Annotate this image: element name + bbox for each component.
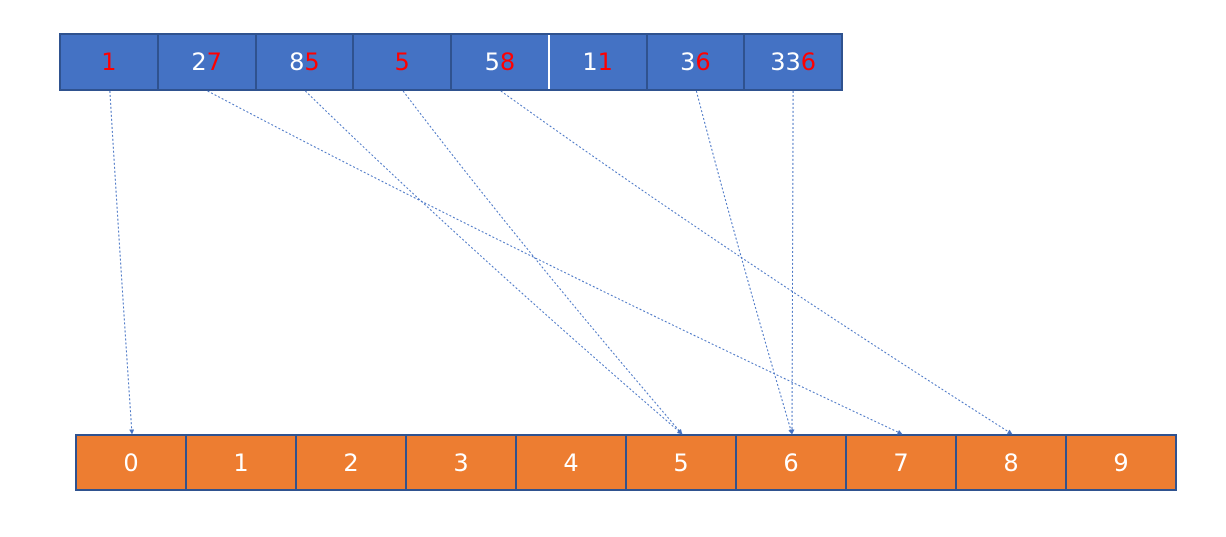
source-cell-prefix: 5 [484, 48, 500, 76]
bucket-cell: 2 [297, 436, 407, 489]
mapping-arrow [305, 90, 683, 435]
source-cell-prefix: 2 [191, 48, 207, 76]
bucket-cell: 1 [187, 436, 297, 489]
source-cell-last-digit: 1 [101, 48, 117, 76]
source-cell-last-digit: 6 [800, 48, 817, 76]
bucket-cell: 6 [737, 436, 847, 489]
source-cell-prefix: 8 [289, 48, 305, 76]
mapping-arrow [109, 90, 135, 435]
bucket-cell: 7 [847, 436, 957, 489]
bucket-cell: 9 [1113, 448, 1129, 477]
bucket-cell: 4 [517, 436, 627, 489]
source-cell-last-digit: 8 [499, 48, 516, 76]
bucket-cell: 5 [627, 436, 737, 489]
source-cell-prefix: 33 [770, 48, 801, 76]
source-cell: 1 [61, 35, 159, 89]
bucket-cell: 3 [407, 436, 517, 489]
source-cell-prefix: 1 [582, 48, 598, 76]
source-cell-last-digit: 6 [695, 48, 711, 76]
mapping-arrow [789, 90, 795, 435]
mapping-arrow [500, 90, 1013, 435]
source-cell-last-digit: 5 [304, 48, 320, 76]
mapping-arrow [402, 90, 683, 435]
bucket-cell: 8 [957, 436, 1067, 489]
source-cell-last-digit: 7 [206, 48, 222, 76]
source-cell-prefix: 3 [680, 48, 696, 76]
mapping-arrow [695, 90, 794, 435]
source-cell: 5 [354, 35, 452, 89]
source-cell-last-digit: 1 [597, 48, 613, 76]
mapping-arrow [207, 90, 903, 435]
bucket-cell: 0 [77, 436, 187, 489]
bucket-array: 0 1 2 3 4 5 6 7 8 9 [75, 434, 1177, 491]
source-cell-last-digit: 5 [394, 48, 410, 76]
